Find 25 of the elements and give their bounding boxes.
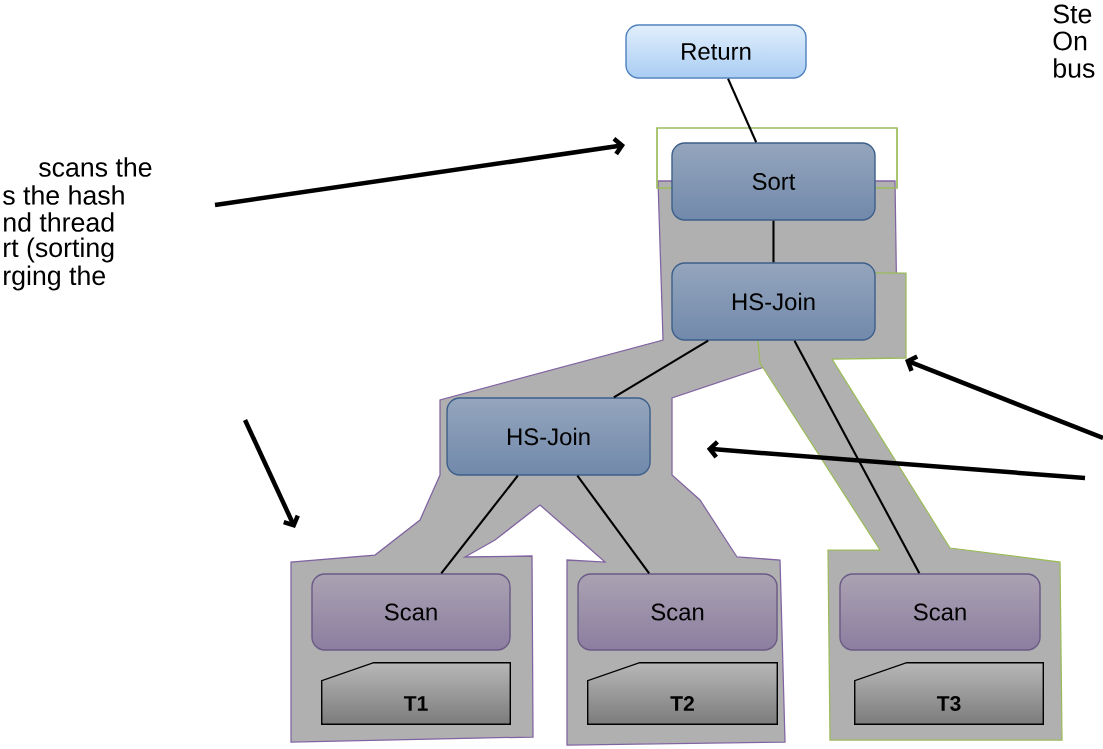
table-box: T3 <box>854 662 1044 725</box>
table-box: T1 <box>321 662 511 725</box>
connector-line <box>793 340 921 574</box>
operator-box: HS-Join <box>671 262 876 341</box>
connector-line <box>440 475 519 574</box>
note-text: bus <box>1054 58 1095 78</box>
note-text: nd thread <box>4 212 114 232</box>
note-text: On <box>1053 31 1087 51</box>
note-text: scans the <box>39 157 152 177</box>
arrow <box>706 440 1086 481</box>
connector-line <box>772 220 775 263</box>
process-box: Return <box>625 24 807 79</box>
table-box: T2 <box>587 662 778 725</box>
scan-box: Scan <box>839 573 1041 651</box>
connector-line <box>576 475 650 574</box>
note-text: Ste <box>1053 4 1092 24</box>
connector-line <box>613 339 709 399</box>
operator-box: Sort <box>671 142 876 221</box>
scan-box: Scan <box>577 573 778 651</box>
note-text: s the hash <box>3 185 124 205</box>
connector-line <box>727 78 758 143</box>
note-text: rt (sorting <box>4 237 114 263</box>
note-text: rging the <box>4 265 105 291</box>
operator-box: HS-Join <box>446 397 651 476</box>
scan-box: Scan <box>311 573 511 651</box>
